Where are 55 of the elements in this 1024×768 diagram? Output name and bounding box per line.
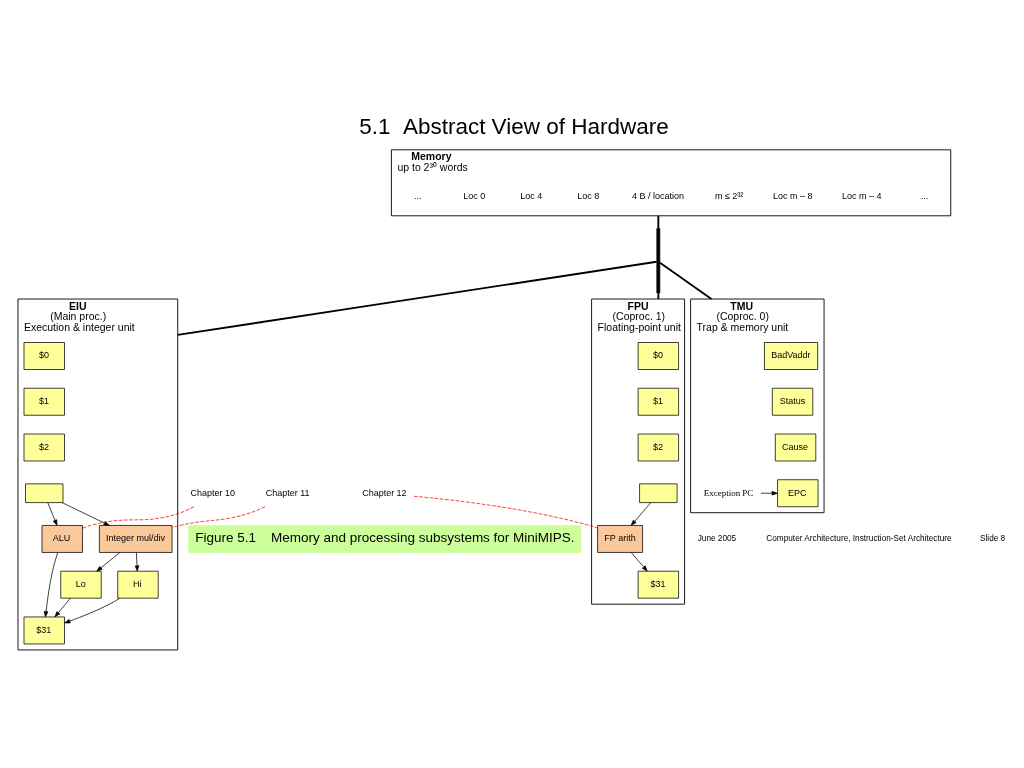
- label: Loc m – 8: [772, 190, 813, 201]
- label: Loc 4: [519, 190, 542, 201]
- node-box: FP arith: [596, 524, 643, 553]
- connector: [658, 261, 712, 300]
- node-text: Chapter 11: [265, 487, 310, 498]
- node-box: $2: [637, 433, 679, 461]
- node-bar: [655, 227, 660, 293]
- node-box: $1: [23, 387, 65, 416]
- connector: [81, 505, 194, 529]
- label: Loc 0: [462, 190, 485, 201]
- arrow: [760, 490, 778, 495]
- arrow: [43, 551, 58, 617]
- node-text: Chapter 10: [189, 487, 235, 498]
- node-box: Cause: [774, 433, 816, 461]
- node-box: $31: [23, 616, 65, 644]
- node-box: $0: [23, 341, 65, 370]
- label: Computer Architecture, Instruction-Set Architecture: [765, 533, 952, 543]
- arrow: [46, 501, 57, 526]
- node-box: [638, 482, 677, 503]
- node-box: $2: [23, 433, 65, 461]
- label: ...: [413, 190, 421, 201]
- node-box: $1: [637, 387, 679, 416]
- arrow: [630, 551, 648, 571]
- label: Loc 8: [576, 190, 599, 201]
- label: ...: [920, 190, 928, 201]
- label: 4 B / location: [631, 190, 684, 201]
- label: m ≤ 2³²: [714, 190, 743, 201]
- node-box: [24, 482, 63, 503]
- arrow: [95, 551, 120, 572]
- node-box: Lo: [59, 570, 102, 599]
- connector: [176, 260, 657, 336]
- label: Slide 8: [979, 533, 1005, 543]
- node-box: EPC: [776, 478, 818, 507]
- node-box: $31: [637, 570, 679, 599]
- node-box: BadVaddr: [763, 341, 818, 370]
- node-text: Exception PC: [703, 487, 753, 498]
- connector: [413, 495, 598, 528]
- arrow: [134, 551, 139, 571]
- arrow: [54, 597, 71, 617]
- node-box: $0: [637, 341, 679, 370]
- arrow: [63, 597, 120, 623]
- caption: Figure 5.1 Memory and processing subsystems for MiniMIPS.: [194, 529, 575, 545]
- connector: [171, 505, 265, 528]
- node-text: Chapter 12: [361, 487, 407, 498]
- node-box: Status: [771, 387, 813, 416]
- label: Loc m – 4: [841, 190, 881, 201]
- node-box: ALU: [41, 524, 83, 553]
- arrow: [630, 501, 651, 526]
- connector: [656, 214, 659, 229]
- arrow: [61, 501, 110, 526]
- connector: [656, 291, 659, 300]
- node-box: Hi: [116, 570, 159, 599]
- node-box: Integer mul/div: [98, 524, 172, 553]
- diagram-title: 5.1 Abstract View of Hardware: [358, 113, 669, 139]
- label: June 2005: [697, 533, 736, 543]
